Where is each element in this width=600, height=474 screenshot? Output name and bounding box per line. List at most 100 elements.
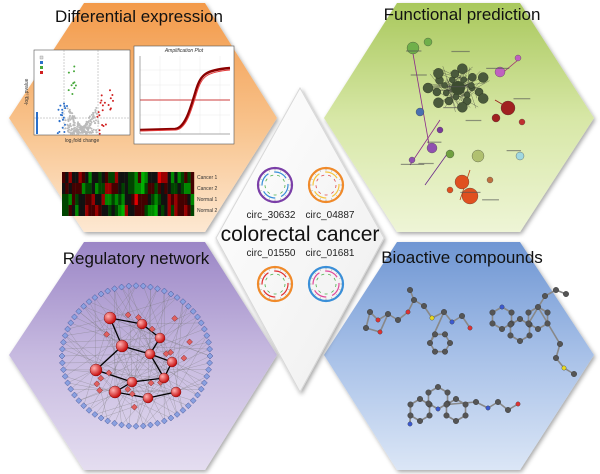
heatmap-cell bbox=[180, 172, 185, 183]
circrna-ring-core bbox=[315, 174, 337, 196]
heatmap-cell bbox=[187, 183, 191, 194]
go-node-label-line bbox=[443, 107, 458, 109]
network-edge bbox=[61, 353, 151, 357]
volcano-point bbox=[88, 116, 91, 119]
go-node bbox=[422, 82, 434, 94]
heatmap-cell bbox=[62, 205, 66, 216]
circrna-tick bbox=[311, 190, 313, 192]
mrna-node bbox=[205, 366, 212, 373]
heatmap-cell bbox=[177, 183, 181, 194]
mrna-node bbox=[206, 345, 213, 353]
atom bbox=[407, 421, 413, 427]
circrna-tick bbox=[285, 294, 287, 296]
volcano-point bbox=[73, 129, 76, 132]
volcano-point bbox=[63, 131, 66, 133]
heatmap-cell bbox=[167, 205, 172, 216]
circrna-node bbox=[170, 386, 182, 398]
volcano-point bbox=[75, 130, 78, 133]
heatmap-cell bbox=[121, 172, 125, 183]
heatmap-cell bbox=[174, 205, 178, 216]
network-edge bbox=[70, 388, 177, 393]
go-edge bbox=[471, 94, 477, 109]
mrna-node bbox=[132, 282, 140, 289]
circrna-tick bbox=[288, 190, 290, 192]
network-edge bbox=[121, 287, 165, 379]
atom bbox=[425, 400, 432, 407]
mrna-node bbox=[59, 345, 66, 353]
heatmap-cell bbox=[144, 172, 148, 183]
go-node bbox=[432, 87, 442, 97]
circrna-ring-inner bbox=[312, 270, 340, 298]
volcano-point bbox=[76, 132, 79, 135]
heatmap-cell bbox=[104, 172, 109, 183]
atom bbox=[449, 319, 455, 325]
heatmap-cell bbox=[187, 194, 191, 205]
heatmap-cell bbox=[95, 205, 99, 216]
go-node-label-line bbox=[482, 199, 499, 201]
volcano-point bbox=[66, 127, 69, 130]
panel-title-bioactive-compounds: Bioactive compounds bbox=[381, 248, 543, 267]
heatmap-cell bbox=[124, 194, 129, 205]
atom bbox=[411, 297, 417, 303]
mirna-node bbox=[124, 311, 132, 319]
go-edge bbox=[444, 87, 479, 108]
volcano-point bbox=[90, 118, 93, 121]
circrna-tick bbox=[339, 178, 341, 180]
heatmap-cell bbox=[114, 183, 119, 194]
network-edge bbox=[128, 285, 133, 383]
network-edge bbox=[159, 316, 198, 339]
bond bbox=[527, 295, 546, 324]
mrna-node bbox=[59, 359, 66, 367]
volcano-point bbox=[66, 123, 69, 126]
volcano-point bbox=[61, 126, 64, 129]
heatmap-cell bbox=[167, 172, 172, 183]
circrna-node bbox=[154, 332, 166, 344]
heatmap-cell bbox=[161, 183, 165, 194]
volcano-point bbox=[96, 115, 99, 118]
mrna-node bbox=[173, 411, 181, 418]
volcano-point bbox=[66, 107, 69, 110]
volcano-point bbox=[107, 104, 110, 106]
atom bbox=[571, 371, 577, 377]
heatmap-cell bbox=[104, 205, 109, 216]
go-edge bbox=[447, 79, 456, 113]
network-edge bbox=[149, 353, 178, 415]
mrna-node bbox=[203, 373, 211, 380]
heatmap-cell bbox=[164, 194, 168, 205]
go-enrichment-network bbox=[400, 37, 531, 205]
network-edge bbox=[171, 301, 184, 363]
atom bbox=[489, 309, 496, 316]
atom bbox=[443, 401, 450, 408]
volcano-point bbox=[69, 131, 72, 134]
volcano-point bbox=[73, 115, 75, 118]
volcano-point bbox=[90, 121, 93, 124]
volcano-x-label: log₂fold change bbox=[65, 138, 100, 144]
go-node bbox=[491, 113, 501, 123]
heatmap-cell bbox=[180, 194, 185, 205]
heatmap-cell bbox=[65, 194, 69, 205]
volcano-point bbox=[61, 108, 64, 111]
network-edge bbox=[114, 391, 171, 419]
atom bbox=[435, 384, 441, 390]
mirna-node bbox=[103, 331, 110, 338]
network-edge bbox=[62, 361, 173, 364]
network-edge bbox=[63, 317, 111, 370]
mrna-node bbox=[75, 397, 83, 404]
mirna-node bbox=[186, 338, 193, 346]
heatmap-cell bbox=[131, 194, 135, 205]
volcano-y-label: -log₁₀pvalue bbox=[24, 78, 30, 105]
center-diamond: circ_30632 circ_04887 colorectal cancer … bbox=[215, 86, 385, 394]
heatmap-cell bbox=[144, 183, 148, 194]
atom bbox=[363, 325, 369, 331]
heatmap-cell bbox=[167, 183, 172, 194]
network-edge bbox=[65, 323, 143, 336]
volcano-point bbox=[92, 111, 95, 114]
heatmap-cell bbox=[81, 172, 86, 183]
heatmap-cell bbox=[75, 172, 79, 183]
volcano-point bbox=[76, 125, 79, 128]
volcano-point bbox=[99, 101, 102, 104]
mrna-node bbox=[206, 359, 213, 367]
heatmap-cell bbox=[121, 194, 125, 205]
network-edge bbox=[100, 345, 123, 419]
volcano-point bbox=[72, 117, 75, 120]
